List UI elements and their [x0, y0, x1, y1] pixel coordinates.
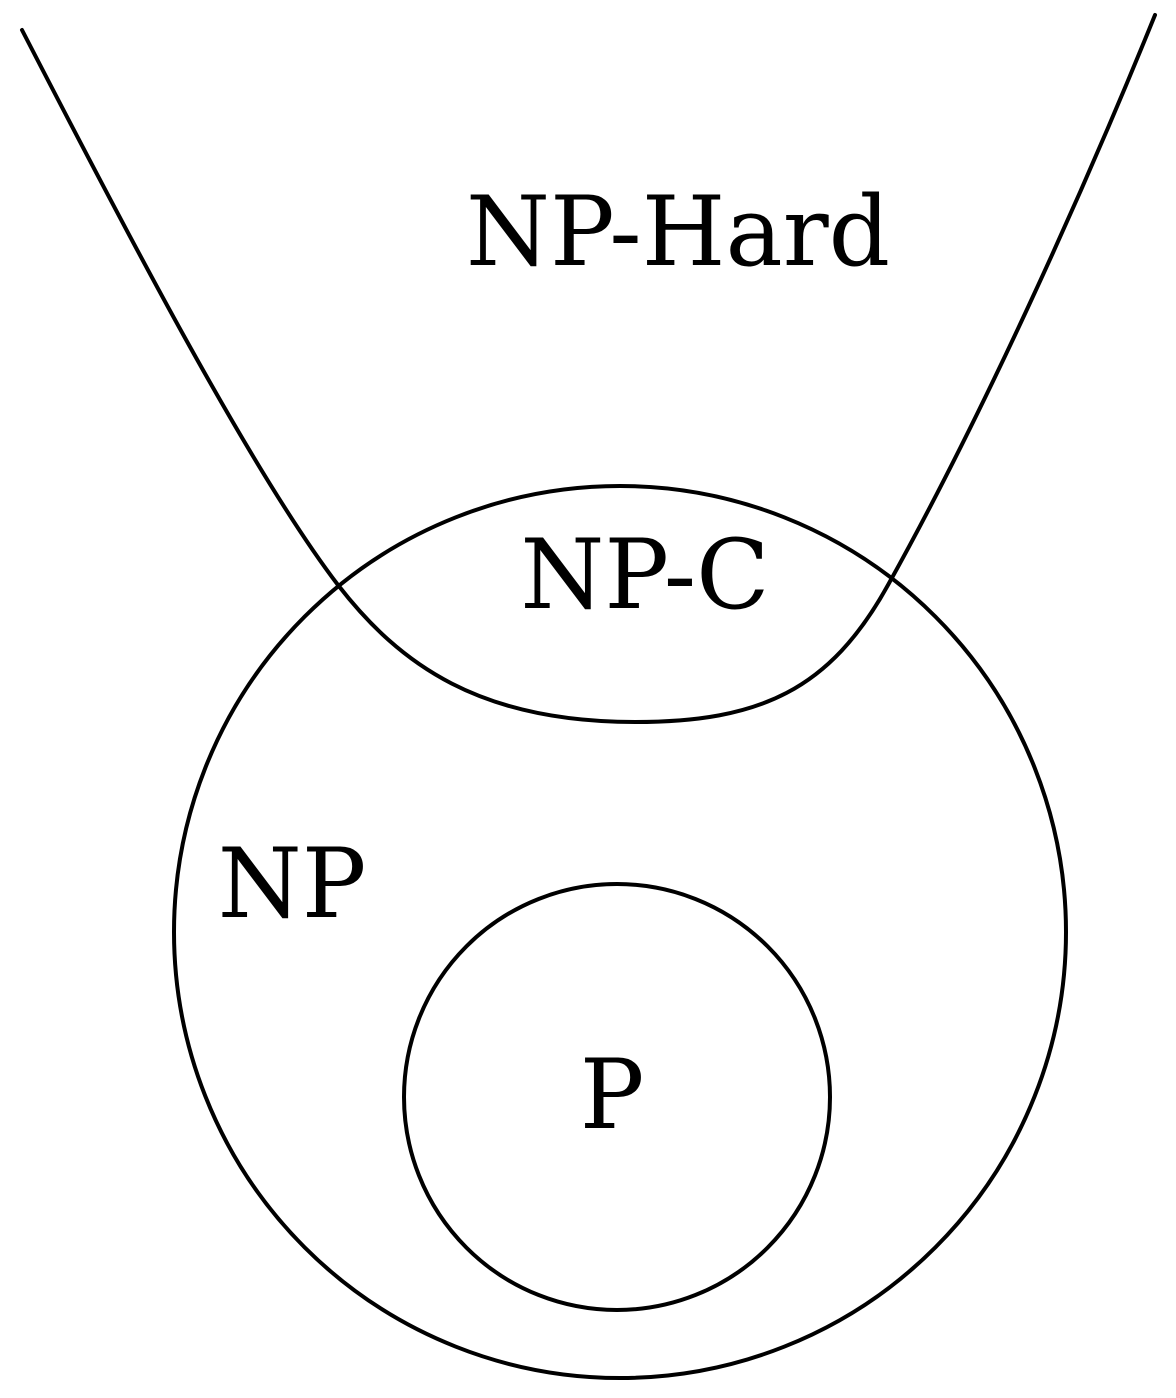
- np-hard-boundary-curve: [20, 13, 1157, 724]
- np-label: NP: [218, 828, 367, 940]
- p-label: P: [580, 1039, 645, 1151]
- np-hard-label: NP-Hard: [466, 176, 890, 288]
- p-circle: [402, 882, 832, 1312]
- np-complete-label: NP-C: [520, 519, 769, 631]
- np-circle: [172, 484, 1068, 1380]
